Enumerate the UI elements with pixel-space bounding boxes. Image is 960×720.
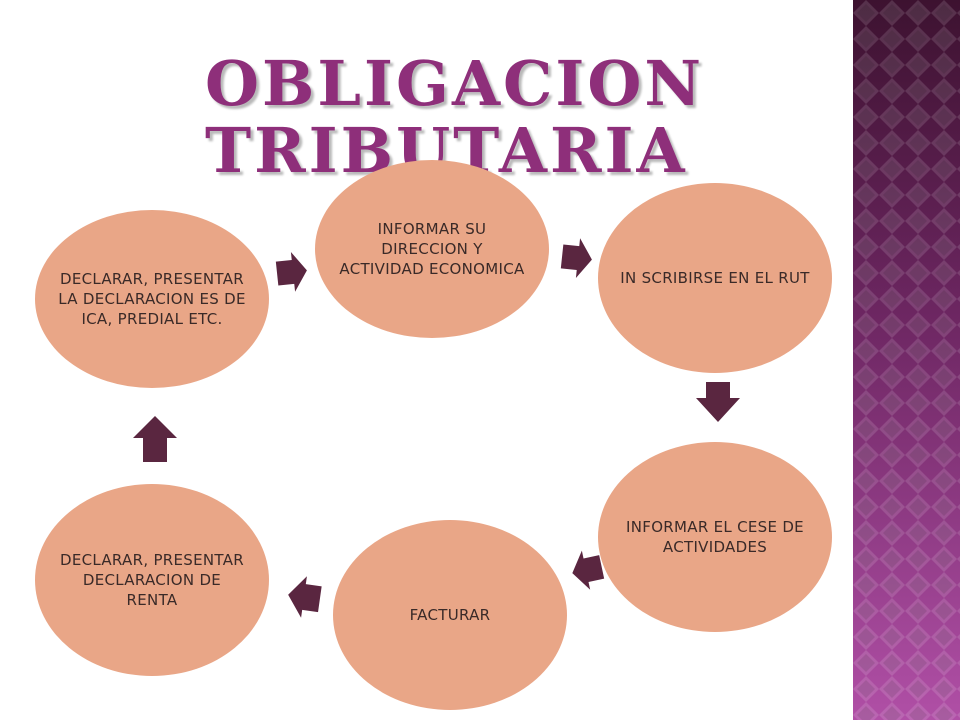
arrow-left-icon: [288, 576, 322, 618]
step-declarar-ica: DECLARAR, PRESENTAR LA DECLARACION ES DE…: [35, 210, 269, 388]
step-label: INFORMAR SU DIRECCION Y ACTIVIDAD ECONOM…: [339, 220, 525, 278]
decorative-side-panel: [853, 0, 960, 720]
title-line-1: OBLIGACION: [205, 47, 705, 120]
step-facturar: FACTURAR: [333, 520, 567, 710]
page-title: OBLIGACION TRIBUTARIA: [205, 50, 765, 190]
step-inscribirse-rut: IN SCRIBIRSE EN EL RUT: [598, 183, 832, 373]
arrow-down-icon: [696, 382, 740, 422]
arrow-up-icon: [133, 416, 177, 462]
step-label: INFORMAR EL CESE DE ACTIVIDADES: [626, 518, 804, 556]
step-informar-direccion: INFORMAR SU DIRECCION Y ACTIVIDAD ECONOM…: [315, 160, 549, 338]
step-declarar-renta: DECLARAR, PRESENTAR DECLARACION DE RENTA: [35, 484, 269, 676]
arrow-right-icon: [275, 252, 307, 292]
step-label: DECLARAR, PRESENTAR LA DECLARACION ES DE…: [58, 270, 246, 328]
step-label: FACTURAR: [409, 606, 491, 624]
arrow-right-icon: [560, 238, 592, 278]
arrow-left-icon: [572, 550, 605, 590]
step-label: DECLARAR, PRESENTAR DECLARACION DE RENTA: [59, 551, 245, 609]
step-label: IN SCRIBIRSE EN EL RUT: [620, 269, 810, 287]
step-informar-cese: INFORMAR EL CESE DE ACTIVIDADES: [598, 442, 832, 632]
diamond-pattern: [853, 0, 960, 720]
